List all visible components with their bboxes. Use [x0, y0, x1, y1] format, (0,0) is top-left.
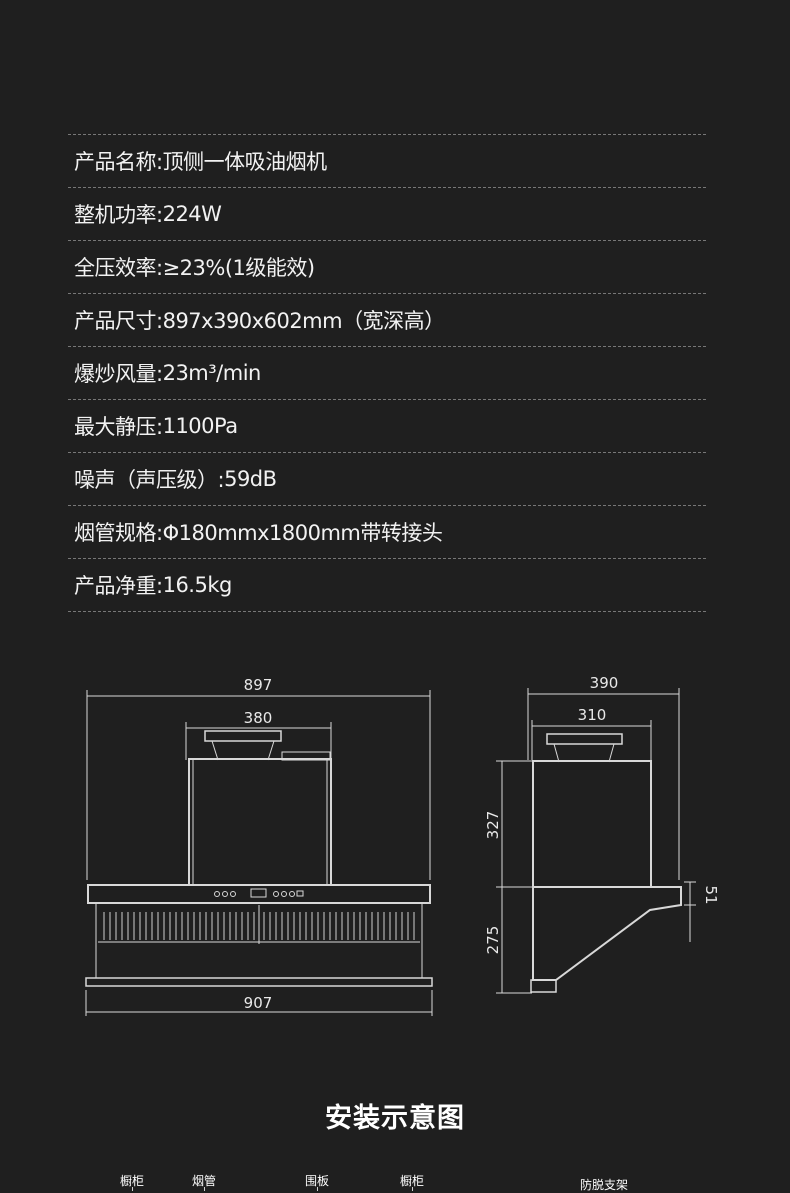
label-panel: 围板: [305, 1174, 330, 1188]
spec-label: 烟管规格:: [74, 521, 163, 545]
spec-label: 最大静压:: [74, 415, 163, 439]
spec-value: Φ180mmx1800mm带转接头: [162, 521, 443, 545]
dim-897: 897: [244, 676, 273, 694]
dim-380: 380: [244, 709, 273, 727]
control-panel: [214, 888, 304, 898]
spec-label: 全压效率:: [74, 256, 163, 280]
spec-row: 整机功率:224W: [68, 187, 706, 240]
spec-row: 产品尺寸:897x390x602mm（宽深高）: [68, 293, 706, 346]
filter-grille: [103, 912, 415, 940]
spec-value: 59dB: [224, 467, 277, 491]
spec-row: 噪声（声压级）:59dB: [68, 452, 706, 505]
label-cabinet-right: 橱柜: [400, 1174, 425, 1188]
spec-label: 产品尺寸:: [74, 309, 163, 333]
spec-value: 顶侧一体吸油烟机: [162, 150, 328, 174]
dim-310: 310: [578, 706, 607, 724]
front-view-drawing: 897 380 907: [85, 676, 433, 1016]
label-tick: [132, 1187, 133, 1191]
dim-907: 907: [244, 994, 273, 1012]
spec-row: 爆炒风量:23m³/min: [68, 346, 706, 399]
spec-label: 产品净重:: [74, 574, 163, 598]
label-tick: [204, 1187, 205, 1191]
dim-51: 51: [702, 885, 720, 904]
label-tick: [317, 1187, 318, 1191]
spec-value: 16.5kg: [162, 573, 233, 597]
spec-label: 爆炒风量:: [74, 362, 163, 386]
label-anti-drop-bracket: 防脱支架: [580, 1178, 629, 1192]
install-diagram-title: 安装示意图: [325, 1103, 465, 1134]
spec-row: 烟管规格:Φ180mmx1800mm带转接头: [68, 505, 706, 558]
spec-label: 产品名称:: [74, 150, 163, 174]
spec-row: 全压效率:≥23%(1级能效): [68, 240, 706, 293]
spec-value: 224W: [162, 202, 222, 226]
spec-row: 产品净重:16.5kg: [68, 558, 706, 612]
spec-row: 最大静压:1100Pa: [68, 399, 706, 452]
side-view-drawing: 390 310 327 275 51: [484, 674, 720, 994]
spec-value: 897x390x602mm（宽深高）: [162, 309, 446, 333]
dim-327: 327: [484, 811, 502, 840]
spec-value: 1100Pa: [162, 414, 239, 438]
spec-label: 噪声（声压级）:: [74, 468, 225, 492]
dim-390: 390: [590, 674, 619, 692]
spec-table: 产品名称:顶侧一体吸油烟机 整机功率:224W 全压效率:≥23%(1级能效) …: [68, 134, 706, 612]
label-flue-pipe: 烟管: [192, 1174, 217, 1188]
label-cabinet-left: 橱柜: [120, 1174, 145, 1188]
spec-label: 整机功率:: [74, 203, 163, 227]
label-tick: [412, 1187, 413, 1191]
spec-value: ≥23%(1级能效): [162, 256, 316, 280]
spec-value: 23m³/min: [162, 361, 262, 385]
spec-row: 产品名称:顶侧一体吸油烟机: [68, 134, 706, 187]
dim-275: 275: [484, 926, 502, 955]
